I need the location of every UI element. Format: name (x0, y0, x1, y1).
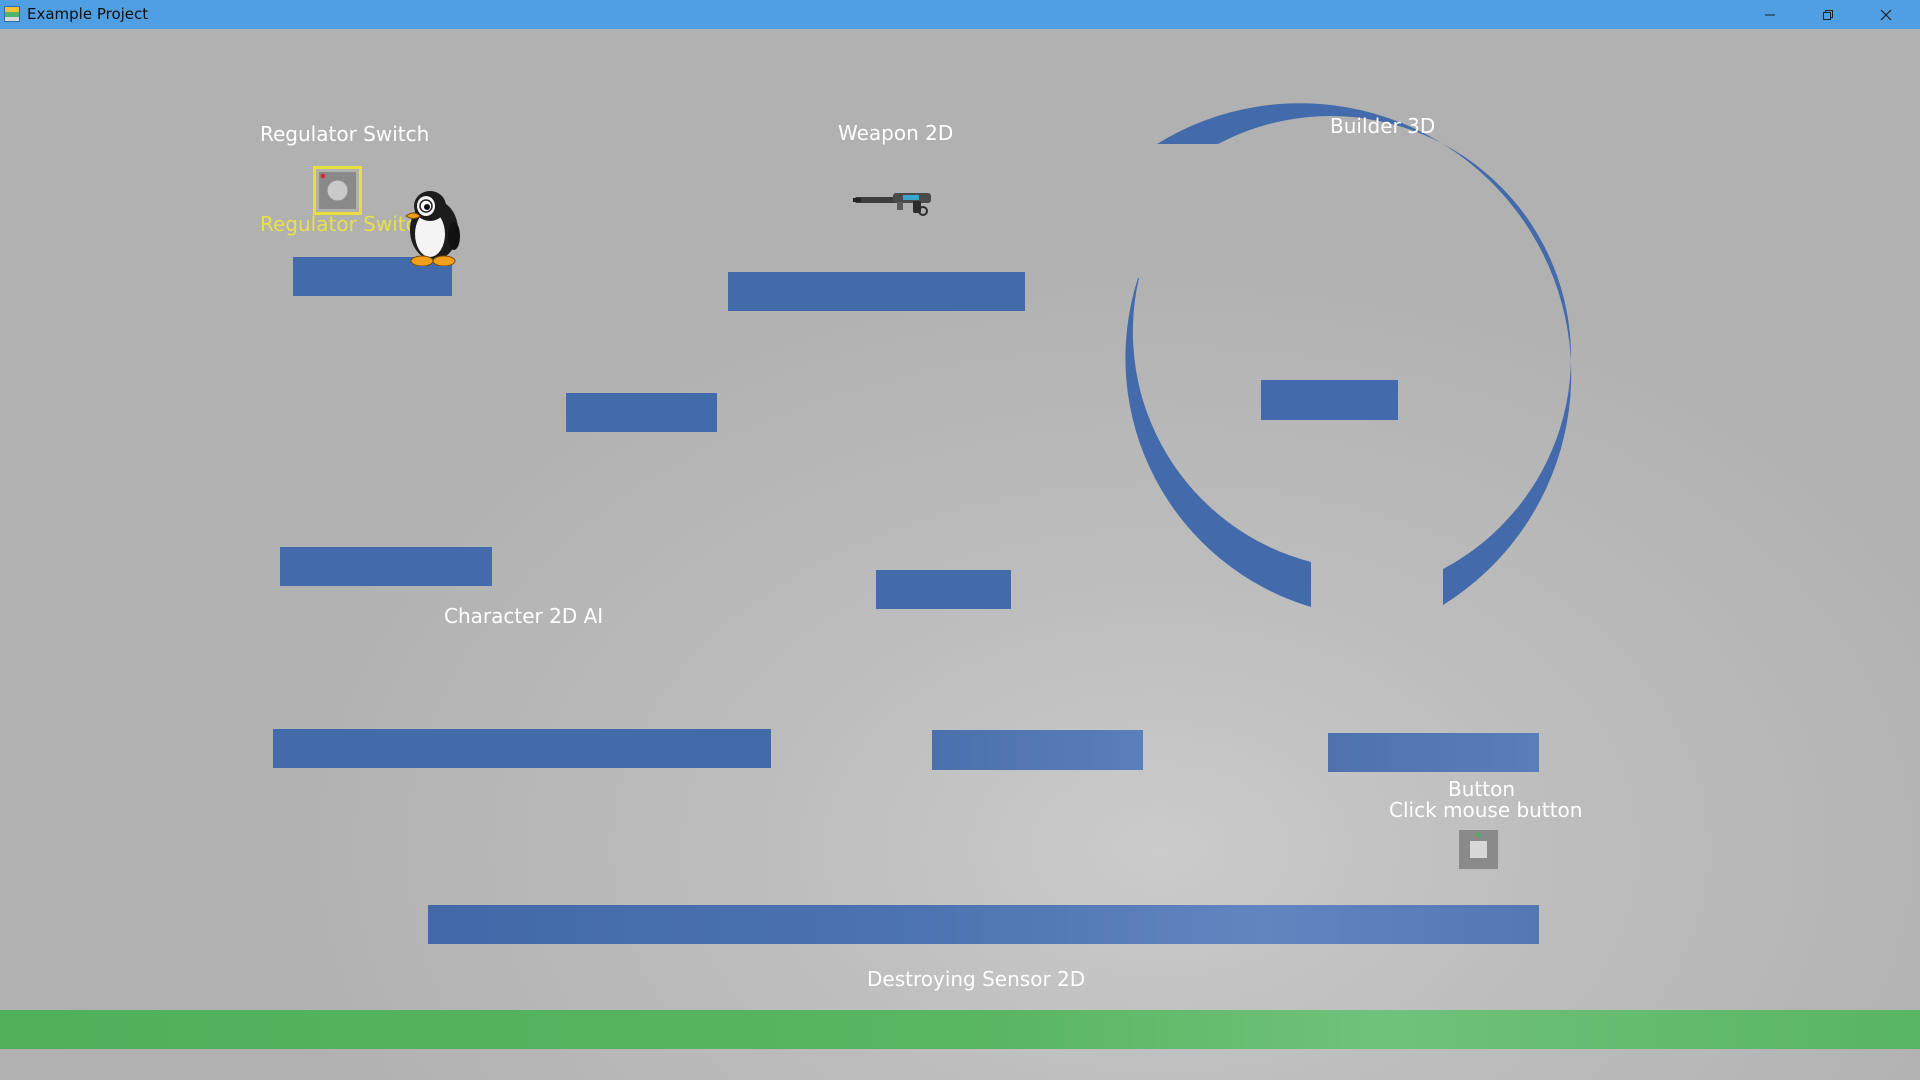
platform (1328, 733, 1539, 772)
minimize-icon (1764, 9, 1776, 21)
platform-long (428, 905, 1539, 944)
platform (280, 547, 492, 586)
restore-icon (1822, 9, 1834, 21)
window-title: Example Project (27, 5, 149, 23)
button-hint-label: Click mouse button (1389, 798, 1583, 822)
builder-3d-label: Builder 3D (1330, 114, 1436, 138)
destroying-sensor-label: Destroying Sensor 2D (867, 967, 1086, 991)
platform (566, 393, 717, 432)
title-bar[interactable]: Example Project (0, 0, 1920, 29)
penguin-icon[interactable] (400, 184, 464, 266)
app-icon (4, 6, 20, 22)
platform (876, 570, 1011, 609)
button-title-label: Button (1448, 777, 1515, 801)
character-2d-ai-label: Character 2D AI (444, 604, 604, 628)
platform (932, 730, 1143, 770)
maximize-button[interactable] (1799, 0, 1857, 29)
button-box-icon[interactable] (1459, 830, 1498, 869)
builder-ring (1125, 103, 1572, 607)
platform (728, 272, 1025, 311)
ground (0, 1010, 1920, 1049)
rifle-icon[interactable] (853, 189, 935, 219)
minimize-button[interactable] (1741, 0, 1799, 29)
regulator-switch-label: Regulator Switch (260, 122, 430, 146)
close-icon (1880, 9, 1892, 21)
game-scene[interactable]: Regulator Switch Weapon 2D Builder 3D Ch… (0, 29, 1920, 1080)
regulator-switch-overlay-label: Regulator Switch (260, 212, 430, 236)
switch-box-icon[interactable] (313, 166, 362, 215)
platform (1261, 380, 1398, 420)
weapon-2d-label: Weapon 2D (838, 121, 954, 145)
close-button[interactable] (1857, 0, 1915, 29)
platform (273, 729, 771, 768)
